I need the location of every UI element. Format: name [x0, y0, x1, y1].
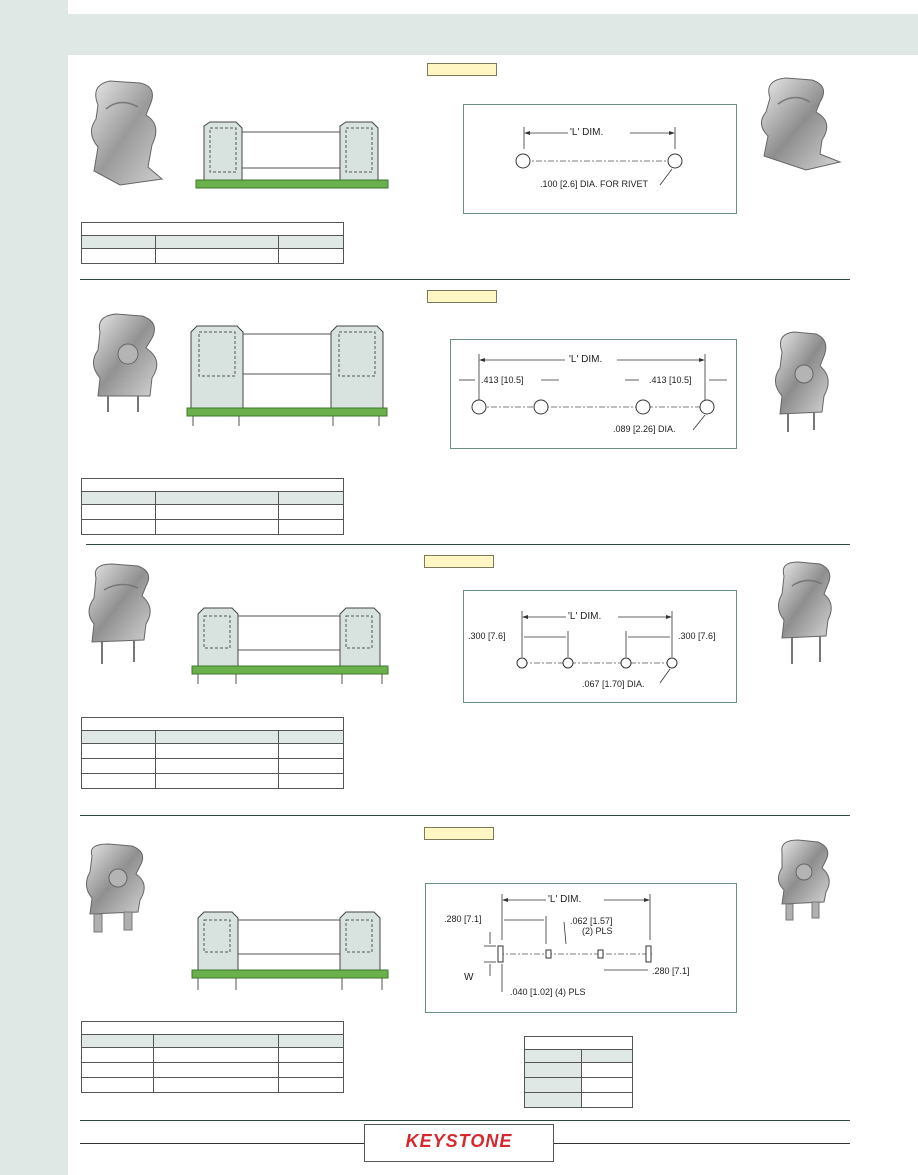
pcb-layout-drawing: 'L' DIM. .280 [7.1] .062 [1.57] (2) PLS …: [425, 883, 737, 1013]
fuse-holder-side-view: [195, 121, 389, 189]
page-sidebar: [0, 0, 68, 1175]
logo-text: KEYSTONE: [405, 1131, 513, 1151]
left-spacing-label: .300 [7.6]: [468, 631, 506, 641]
hole-diameter-note: .100 [2.6] DIA. FOR RIVET: [540, 179, 649, 189]
page-header-band: [68, 14, 918, 55]
pcb-layout-drawing: 'L' DIM. .100 [2.6] DIA. FOR RIVET: [463, 104, 737, 214]
keystone-logo: KEYSTONE: [364, 1124, 554, 1162]
fuse-clip-photo: [93, 313, 158, 412]
l-dimension-label: 'L' DIM.: [568, 611, 602, 622]
fuse-clip-photo: [86, 843, 145, 933]
l-dimension-label: 'L' DIM.: [570, 127, 604, 138]
right-spacing-label: .413 [10.5]: [649, 375, 692, 385]
part-number-box: [427, 290, 497, 303]
left-spacing-label: .413 [10.5]: [481, 375, 524, 385]
hole-diameter-note: .067 [1.70] DIA.: [582, 679, 645, 689]
fuse-clip-photo: [778, 839, 830, 921]
spec-table: [81, 717, 344, 789]
footer-divider: [80, 1120, 850, 1121]
fuse-clip-photo: [88, 563, 151, 664]
footer-line-left: [80, 1143, 364, 1144]
spec-table: [81, 1021, 344, 1093]
l-dimension-label: 'L' DIM.: [569, 354, 603, 365]
right-spacing-label: .280 [7.1]: [652, 966, 690, 976]
fuse-clip-photo: [775, 331, 829, 432]
slot-length-label: .040 [1.02] (4) PLS: [510, 987, 586, 997]
right-spacing-label: .300 [7.6]: [678, 631, 716, 641]
fuse-clip-photo: [778, 561, 832, 664]
spec-table: [81, 222, 344, 264]
footer-line-right: [554, 1143, 850, 1144]
slot-width-label: .062 [1.57]: [570, 916, 613, 926]
part-number-box: [424, 555, 494, 568]
spec-table: [81, 478, 344, 535]
fuse-holder-side-view: [186, 325, 388, 426]
fuse-clip-photo: [91, 80, 164, 186]
pcb-layout-drawing: 'L' DIM. .300 [7.6] .300 [7.6] .067 [1.7…: [463, 590, 737, 703]
slot-count-label: (2) PLS: [582, 926, 613, 936]
part-number-box: [424, 827, 494, 840]
fuse-holder-side-view: [191, 607, 389, 684]
section-divider: [80, 279, 850, 280]
part-number-box: [427, 63, 497, 76]
left-spacing-label: .280 [7.1]: [444, 914, 482, 924]
w-dimension-label: W: [464, 972, 474, 983]
small-spec-table: [524, 1036, 633, 1108]
hole-diameter-note: .089 [2.26] DIA.: [613, 424, 676, 434]
fuse-holder-side-view: [191, 911, 389, 990]
fuse-clip-photo: [761, 77, 842, 171]
section-divider: [80, 815, 850, 816]
pcb-layout-drawing: 'L' DIM. .413 [10.5] .413 [10.5] .089 [2…: [450, 339, 737, 449]
l-dimension-label: 'L' DIM.: [548, 894, 582, 905]
section-divider: [86, 544, 850, 545]
